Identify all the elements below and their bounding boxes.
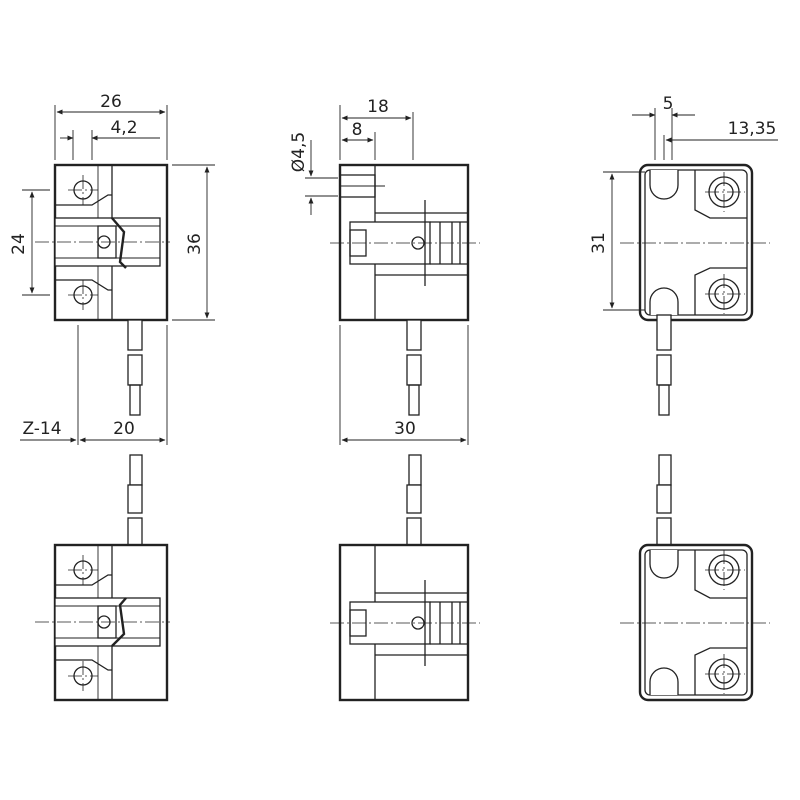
- view-back-top: [620, 163, 770, 416]
- view-side-top: [330, 163, 480, 416]
- view-front-top: [35, 163, 170, 416]
- view-side-bottom: [330, 454, 480, 702]
- dim-5: 5: [663, 94, 674, 114]
- dimensions-view3: 5 13,35 31: [589, 94, 778, 311]
- dim-18: 18: [367, 97, 389, 117]
- dim-hole: Ø4,5: [289, 132, 309, 172]
- dimensions-view2: 18 8 Ø4,5 30: [289, 97, 469, 445]
- dim-z14: Z-14: [22, 419, 61, 439]
- dim-13-35: 13,35: [728, 119, 777, 139]
- dim-8: 8: [352, 120, 363, 140]
- dim-24: 24: [9, 233, 29, 255]
- dim-36: 36: [185, 233, 205, 255]
- dim-20: 20: [113, 419, 135, 439]
- dimensions-view1: 26 4,2 24 36 Z-14 20: [9, 92, 215, 445]
- dim-30: 30: [394, 419, 416, 439]
- view-front-bottom: [35, 454, 170, 702]
- dim-31: 31: [589, 232, 609, 254]
- dim-26: 26: [100, 92, 122, 112]
- dim-4-2: 4,2: [110, 118, 137, 138]
- view-back-bottom: [620, 454, 770, 702]
